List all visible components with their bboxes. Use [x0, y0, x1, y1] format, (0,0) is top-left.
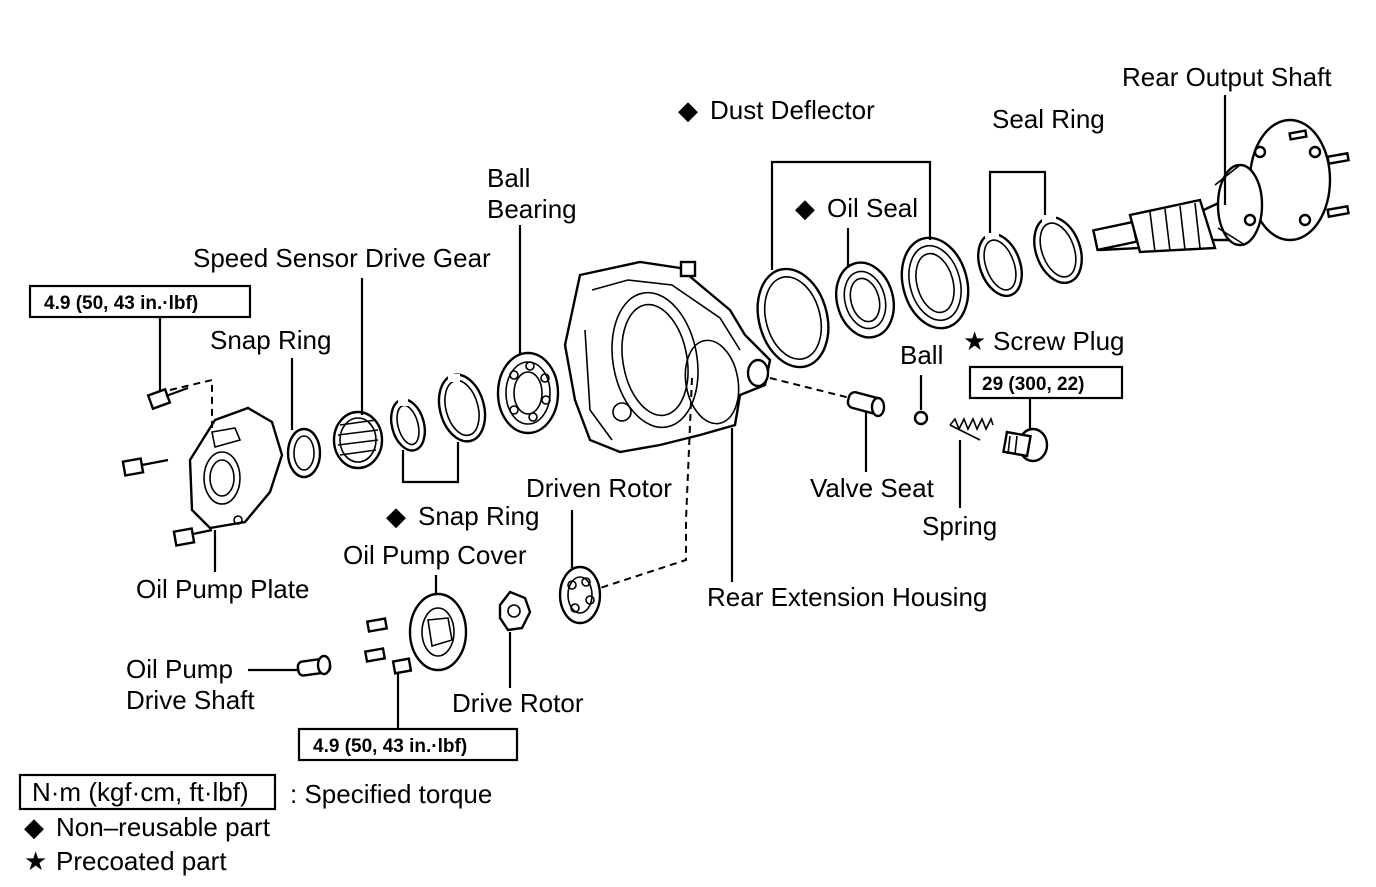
driven-rotor-part [558, 565, 602, 625]
ball-bearing-part [496, 351, 560, 435]
label-oil-pump-drive-shaft-line1: Oil Pump [126, 654, 233, 684]
legend-torque-box [18, 773, 277, 811]
oil-pump-cover-part [363, 592, 468, 675]
snap-ring-left-part [286, 427, 322, 479]
legend-torque-unit: N·m (kgf·cm, ft·lbf) [32, 777, 249, 807]
label-spring: Spring [922, 511, 997, 541]
speed-sensor-drive-gear-part [332, 410, 384, 470]
ball-part [913, 410, 929, 426]
torque-value-oil-pump-plate: 4.9 (50, 43 in.·lbf) [44, 293, 198, 314]
leader-lines [158, 95, 1227, 730]
label-screw-plug: Screw Plug [993, 326, 1125, 356]
label-ball: Ball [900, 340, 943, 370]
torque-box-screw-plug: 29 (300, 22) [968, 365, 1124, 400]
torque-box-oil-pump-cover: 4.9 (50, 43 in.·lbf) [297, 727, 519, 762]
torque-box-oil-pump-plate: 4.9 (50, 43 in.·lbf) [28, 284, 252, 319]
legend-precoated-text: Precoated part [56, 846, 227, 876]
label-driven-rotor: Driven Rotor [526, 473, 672, 503]
legend-precoated-mark: ★ [24, 846, 47, 876]
rear-output-shaft-part [1091, 118, 1350, 254]
valve-seat-part [846, 391, 886, 418]
label-valve-seat: Valve Seat [810, 473, 935, 503]
label-oil-pump-drive-shaft-line2: Drive Shaft [126, 685, 255, 715]
label-oil-seal: Oil Seal [827, 193, 918, 223]
drive-rotor-part [498, 590, 532, 632]
label-dust-deflector: Dust Deflector [710, 95, 875, 125]
label-seal-ring: Seal Ring [992, 104, 1105, 134]
legend-non-reusable-text: Non–reusable part [56, 812, 271, 842]
label-drive-rotor: Drive Rotor [452, 688, 584, 718]
oil-seal-part [835, 261, 895, 339]
torque-value-screw-plug: 29 (300, 22) [982, 374, 1084, 395]
assembly-dashed-lines [169, 377, 851, 589]
label-rear-extension-housing: Rear Extension Housing [707, 582, 987, 612]
screw-plug-part [1002, 427, 1049, 463]
non-reusable-mark-snap-ring: ◆ [386, 501, 406, 531]
seal-ring-parts [977, 214, 1083, 298]
label-snap-ring-right: Snap Ring [418, 501, 539, 531]
label-rear-output-shaft: Rear Output Shaft [1122, 62, 1332, 92]
label-ball-bearing-line2: Bearing [487, 194, 577, 224]
label-oil-pump-cover: Oil Pump Cover [343, 540, 527, 570]
oil-pump-plate-part [188, 406, 284, 530]
precoated-mark-screw-plug: ★ [963, 326, 986, 356]
non-reusable-mark-dust-deflector: ◆ [678, 95, 698, 125]
legend-torque-text: : Specified torque [290, 779, 492, 809]
label-oil-pump-plate: Oil Pump Plate [136, 574, 309, 604]
oil-pump-plate-bolts [121, 386, 213, 547]
labels: Rear Output Shaft ◆ Dust Deflector Seal … [126, 62, 1332, 718]
legend-non-reusable-mark: ◆ [24, 812, 44, 842]
label-speed-sensor-drive-gear: Speed Sensor Drive Gear [193, 243, 491, 273]
spring-part [949, 416, 994, 441]
torque-value-oil-pump-cover: 4.9 (50, 43 in.·lbf) [313, 736, 467, 757]
label-ball-bearing-line1: Ball [487, 163, 530, 193]
label-snap-ring-left: Snap Ring [210, 325, 331, 355]
rear-extension-housing-part [563, 260, 772, 454]
snap-ring-pair-parts [389, 373, 487, 452]
non-reusable-mark-oil-seal: ◆ [795, 193, 815, 223]
dust-deflector-part [756, 236, 970, 369]
oil-pump-drive-shaft-part [296, 654, 332, 677]
legend: N·m (kgf·cm, ft·lbf) : Specified torque … [18, 773, 492, 876]
